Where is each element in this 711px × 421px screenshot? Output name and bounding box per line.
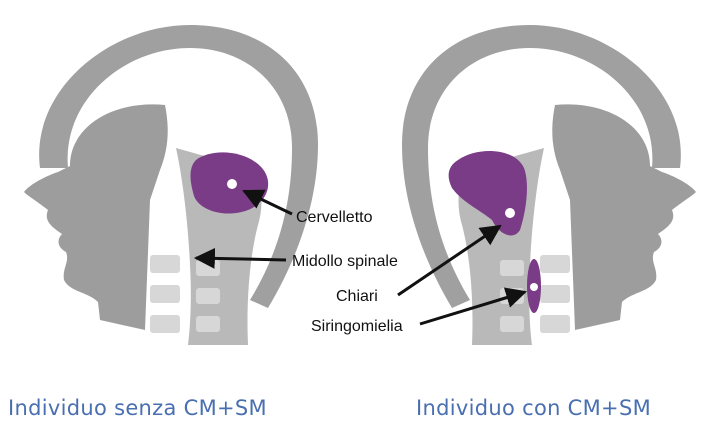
right-head	[402, 25, 696, 345]
label-syringomyelia: Siringomielia	[311, 318, 403, 335]
left-head	[24, 25, 318, 345]
caption-left: Individuo senza CM+SM	[8, 396, 267, 420]
label-chiari: Chiari	[336, 288, 378, 305]
arrow-spinal-cord	[196, 258, 286, 260]
label-spinal-cord: Midollo spinale	[292, 253, 398, 270]
right-syrinx-dot	[530, 283, 538, 291]
left-vertebrae	[150, 255, 220, 333]
caption-right: Individuo con CM+SM	[416, 396, 651, 420]
right-chiari-dot	[505, 208, 515, 218]
label-cerebellum: Cervelletto	[296, 209, 373, 226]
left-cerebellum-dot	[227, 179, 237, 189]
